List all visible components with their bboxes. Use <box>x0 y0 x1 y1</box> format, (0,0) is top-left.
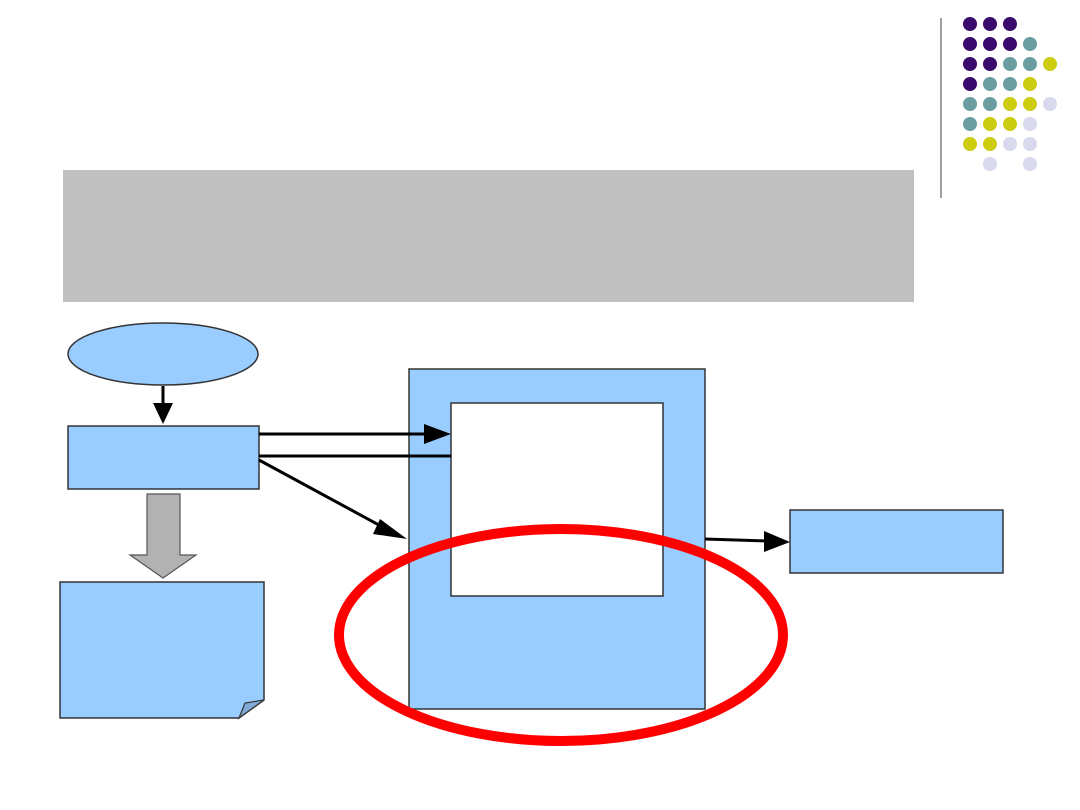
decor-dot-yellow <box>983 137 997 151</box>
decor-dot-teal <box>1003 77 1017 91</box>
decor-dot-yellow <box>983 117 997 131</box>
inner-panel[interactable] <box>450 402 664 597</box>
edge-process-to-container <box>258 458 391 533</box>
decor-dot-lavender <box>1003 137 1017 151</box>
decor-dot-yellow <box>1003 97 1017 111</box>
decor-dot-yellow <box>1043 57 1057 71</box>
decor-dot-purple <box>963 57 977 71</box>
block-arrow-down <box>128 493 198 579</box>
decor-dot-yellow <box>1023 97 1037 111</box>
document-note-fold <box>237 699 265 720</box>
edge-process-to-panel-head <box>424 424 451 444</box>
edge-start-to-process-head <box>153 403 173 424</box>
decor-dot-purple <box>963 77 977 91</box>
output-box[interactable] <box>789 509 1004 574</box>
edge-container-to-output-head <box>764 531 790 552</box>
edge-process-to-container-head <box>373 519 407 539</box>
highlight-ring <box>334 524 788 746</box>
decor-dot-purple <box>983 57 997 71</box>
divider-line <box>940 18 942 198</box>
decor-dot-lavender <box>983 157 997 171</box>
document-note[interactable] <box>59 581 265 719</box>
decor-dot-purple <box>983 37 997 51</box>
decor-dot-lavender <box>1023 137 1037 151</box>
start-ellipse[interactable] <box>67 322 259 386</box>
decor-dot-teal <box>1023 57 1037 71</box>
decor-dot-lavender <box>1043 97 1057 111</box>
decor-dot-yellow <box>1023 77 1037 91</box>
decor-dot-yellow <box>963 137 977 151</box>
decor-dot-lavender <box>1023 157 1037 171</box>
edge-container-to-output <box>704 537 769 543</box>
title-banner <box>63 170 914 302</box>
decor-dot-purple <box>1003 17 1017 31</box>
dot-grid-decoration <box>963 17 1057 171</box>
decor-dot-yellow <box>1003 117 1017 131</box>
decor-dot-purple <box>983 17 997 31</box>
decor-dot-purple <box>1003 37 1017 51</box>
process-box[interactable] <box>67 425 260 490</box>
decor-dot-teal <box>983 77 997 91</box>
decor-dot-teal <box>1003 57 1017 71</box>
decor-dot-lavender <box>1023 117 1037 131</box>
decor-dot-purple <box>963 37 977 51</box>
decor-dot-purple <box>963 17 977 31</box>
decor-dot-teal <box>1023 37 1037 51</box>
decor-dot-teal <box>963 117 977 131</box>
decor-dot-teal <box>963 97 977 111</box>
decor-dot-teal <box>983 97 997 111</box>
